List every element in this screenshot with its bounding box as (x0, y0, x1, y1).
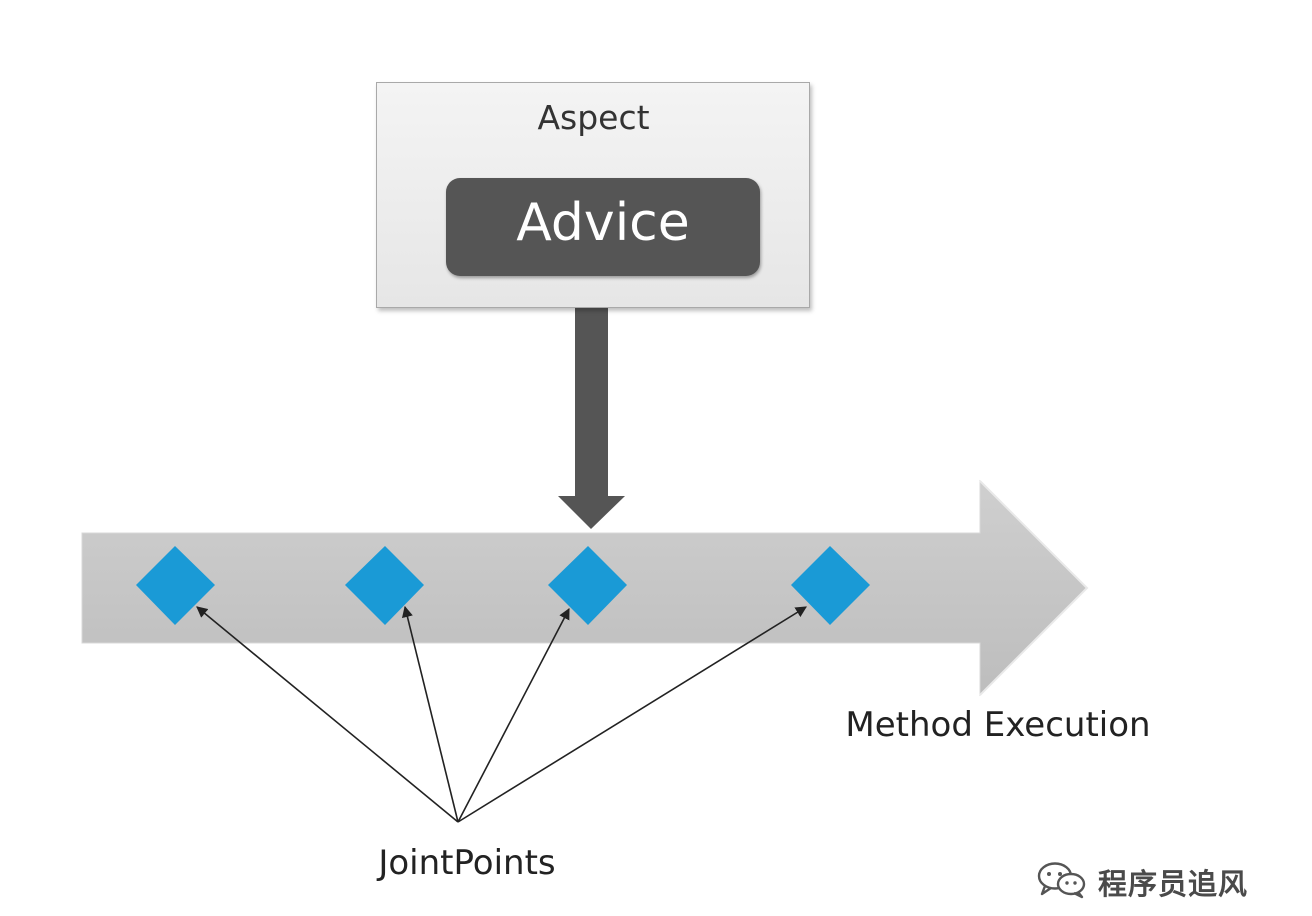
advice-box (446, 178, 760, 276)
joinpoint-diamond-1 (136, 546, 215, 625)
advice-arrow-shaft (575, 308, 608, 498)
joinpoint-diamond-4 (791, 546, 870, 625)
arrowhead-highlight (979, 480, 1089, 696)
joinpoint-pointer-4 (457, 606, 807, 823)
joinpoint-pointer-2 (401, 605, 459, 823)
joinpoint-pointer-1 (196, 606, 459, 823)
method-execution-label: Method Execution (845, 705, 1151, 745)
wechat-icon (1037, 862, 1086, 899)
watermark-text: 程序员追风 (1098, 867, 1249, 901)
advice-arrow-head (558, 496, 625, 529)
jointpoints-label: JointPoints (378, 843, 556, 883)
advice-label: Advice (516, 193, 690, 253)
aspect-label: Aspect (537, 98, 650, 137)
watermark: 程序员追风 (1036, 857, 1286, 903)
joinpoint-diamond-3 (548, 546, 627, 625)
joinpoint-pointer-3 (457, 608, 570, 823)
joinpoint-diamond-2 (345, 546, 424, 625)
